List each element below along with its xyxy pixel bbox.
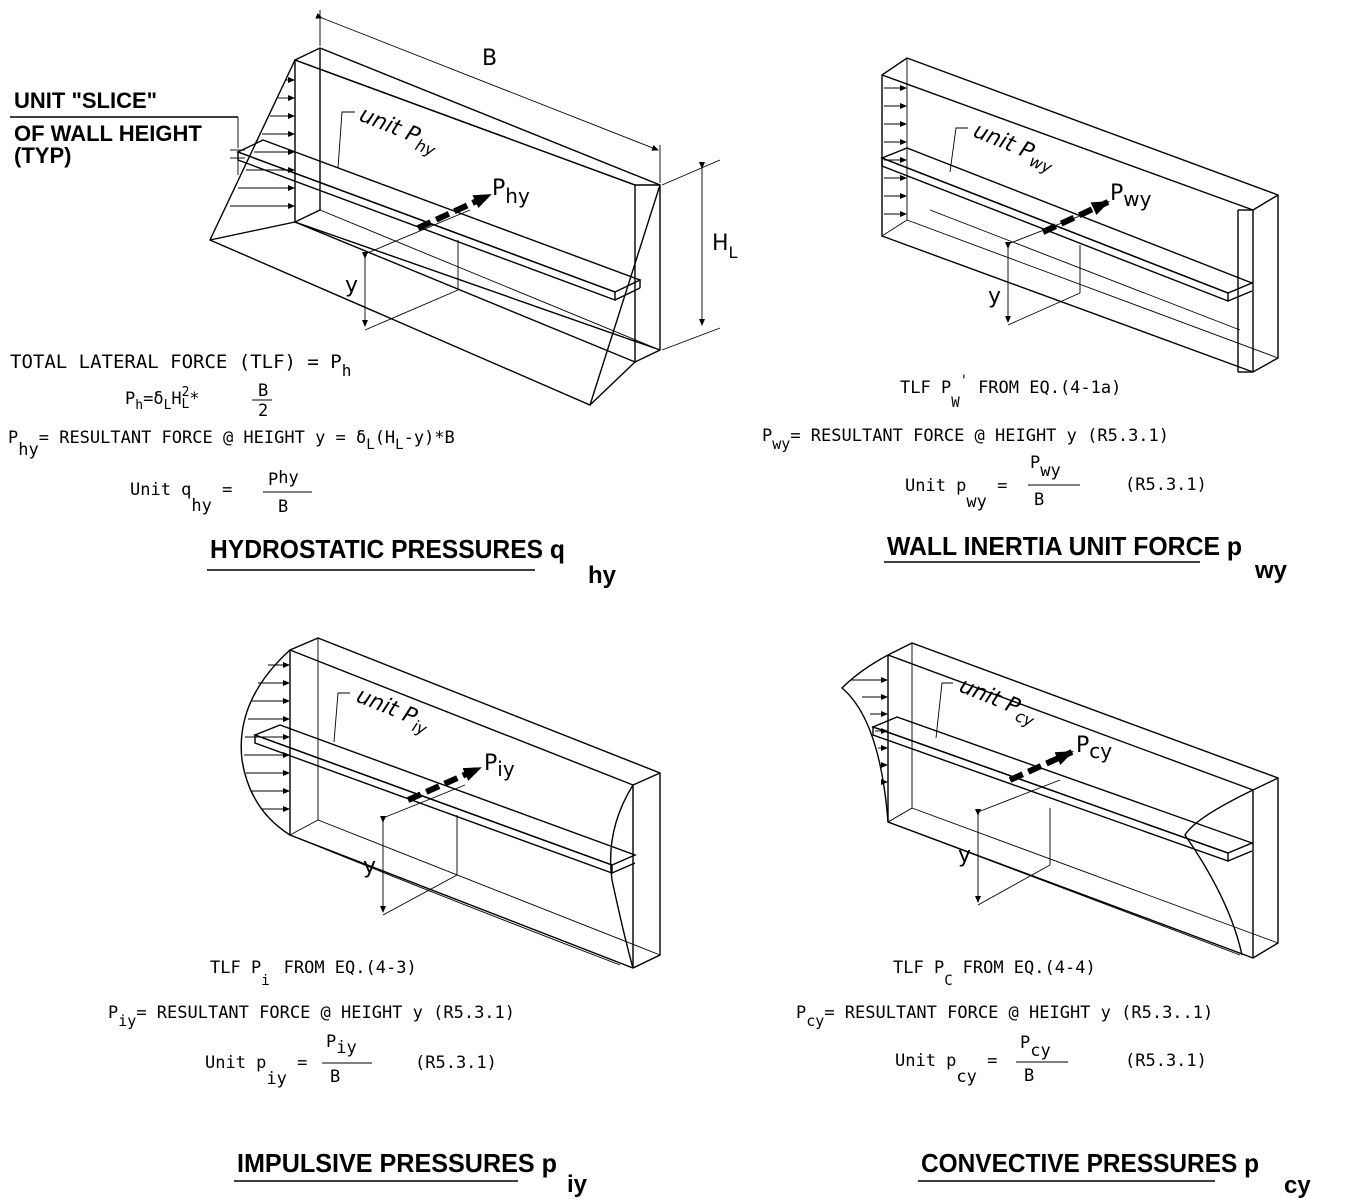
unit-slice [880,147,1254,303]
eq-unit-ref: (R5.3.1) [1125,1051,1207,1071]
eq-ph-frac-den: 2 [258,401,268,421]
title-text: CONVECTIVE PRESSURES p [921,1148,1259,1178]
unit-slice [253,724,637,874]
dimension-HL: HL [661,159,738,351]
equations-convective: TLF PCFROM EQ.(4-4) Pcy= RESULTANT FORCE… [796,958,1213,1087]
label-y: y [363,854,376,879]
resultant-force: Pwy [1041,181,1152,235]
eq-unit-ref: (R5.3.1) [415,1053,497,1073]
wall-box [240,637,661,969]
title-sub: cy [1284,1172,1311,1199]
eq-unit-num: Pcy [1020,1033,1051,1061]
eq-tlf: TLF PiFROM EQ.(4-3) [210,958,417,989]
equations-wall-inertia: TLF PW'FROM EQ.(4-1a) Pwy= RESULTANT FOR… [762,373,1207,512]
label-B: B [482,46,497,71]
eq-p: Piy= RESULTANT FORCE @ HEIGHT y (R5.3.1) [108,1003,515,1030]
label-y: y [345,273,358,298]
callout-line2: OF WALL HEIGHT [14,121,202,146]
eq-unit-q: Unit qhy = [130,480,232,516]
pressure-arrows-left [884,85,907,217]
label-unit-Phy: unit Phy [354,102,442,160]
eq-unit-num: Piy [326,1032,357,1058]
pressure-arrows-left [244,662,290,812]
eq-unit-ref: (R5.3.1) [1125,475,1207,495]
eq-tlf: TOTAL LATERAL FORCE (TLF) = Ph [10,351,351,380]
unit-label: unit Pwy [949,118,1059,177]
eq-unit-num: Phy [268,468,299,490]
dimension-y: y [345,209,471,331]
title-sub: wy [1254,557,1288,584]
unit-slice [871,716,1254,862]
title-text: WALL INERTIA UNIT FORCE p [887,531,1242,561]
label-unit-Pcy: unit Pcy [954,673,1041,730]
resultant-force: Piy [406,751,515,803]
slice-callout: UNIT "SLICE" OF WALL HEIGHT (TYP) [10,88,245,175]
unit-slice [236,139,642,302]
dimension-y: y [988,213,1086,326]
eq-unit-den: B [1034,490,1044,510]
label-Phy: Phy [492,176,530,208]
dimension-y: y [958,779,1061,906]
eq-unit-den: B [330,1067,340,1087]
dimension-y: y [363,784,466,916]
eq-ph-frac-num: B [258,381,268,401]
title-text: HYDROSTATIC PRESSURES q [210,534,565,564]
pressure-arrows-left [850,677,888,785]
label-y: y [988,284,1001,309]
panel-wall-inertia: y Pwy unit Pwy TLF PW'FROM EQ.(4-1a) Pwy… [762,57,1288,584]
resultant-force: Pcy [1008,733,1112,783]
title-impulsive: IMPULSIVE PRESSURES p iy [234,1148,588,1198]
label-unit-Piy: unit Piy [351,683,434,739]
panel-impulsive: y Piy unit Piy TLF PiFROM EQ.(4-3) Piy= … [108,637,661,1198]
eq-tlf: TLF PCFROM EQ.(4-4) [893,958,1096,989]
eq-tlf: TLF PW'FROM EQ.(4-1a) [900,373,1121,411]
eq-unit-p: Unit piy = [205,1053,307,1089]
dimension-B: B [315,10,661,183]
title-convective: CONVECTIVE PRESSURES p cy [918,1148,1311,1199]
eq-unit-p: Unit pwy = [905,476,1007,512]
unit-label: unit Piy [333,683,434,743]
label-Piy: Piy [484,751,515,781]
callout-line3: (TYP) [14,143,71,168]
label-unit-Pwy: unit Pwy [968,118,1059,177]
label-y: y [958,843,971,868]
callout-line1: UNIT "SLICE" [14,88,157,113]
title-sub: hy [588,562,617,589]
panel-hydrostatic: B HL y Phy unit Phy UNIT "SLICE" OF WALL… [8,10,738,589]
equations-impulsive: TLF PiFROM EQ.(4-3) Piy= RESULTANT FORCE… [108,958,515,1089]
eq-p: Pcy= RESULTANT FORCE @ HEIGHT y (R5.3..1… [796,1003,1213,1030]
wall-box [840,642,1279,959]
resultant-force: Phy [416,176,530,231]
label-Pwy: Pwy [1110,181,1152,211]
title-text: IMPULSIVE PRESSURES p [237,1148,557,1178]
eq-p: Pwy= RESULTANT FORCE @ HEIGHT y (R5.3.1) [762,426,1169,453]
title-sub: iy [567,1171,588,1198]
title-hydrostatic: HYDROSTATIC PRESSURES q hy [207,534,617,589]
eq-unit-p: Unit pcy = [895,1051,997,1087]
pressure-arrows-left [230,77,295,209]
eq-unit-num: Pwy [1030,453,1061,481]
label-Pcy: Pcy [1076,733,1112,763]
title-wall-inertia: WALL INERTIA UNIT FORCE p wy [884,531,1288,584]
eq-unit-den: B [278,497,288,517]
label-HL: HL [712,231,738,262]
panel-convective: y Pcy unit Pcy TLF PCFROM EQ.(4-4) Pcy= … [796,642,1311,1199]
eq-phy: Phy= RESULTANT FORCE @ HEIGHT y = δL(HL-… [8,428,455,460]
eq-unit-den: B [1024,1066,1034,1086]
wall-box [881,57,1279,373]
unit-label: unit Phy [337,102,442,169]
